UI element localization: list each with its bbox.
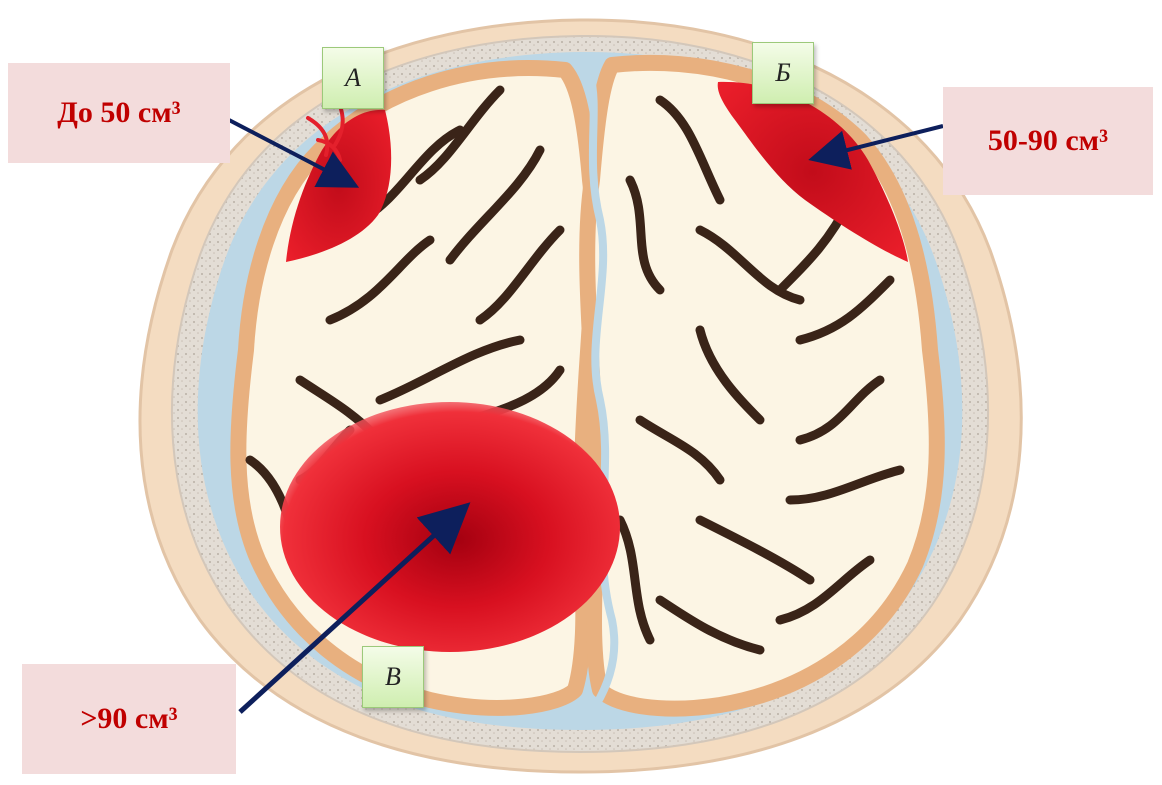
hematoma-c	[280, 402, 620, 652]
volume-label-b: 50-90 см³	[943, 87, 1153, 195]
letter-tag-a: А	[322, 47, 384, 109]
volume-label-a: До 50 см³	[8, 63, 230, 163]
letter-tag-b: Б	[752, 42, 814, 104]
letter-tag-c: В	[362, 646, 424, 708]
volume-label-c: >90 см³	[22, 664, 236, 774]
